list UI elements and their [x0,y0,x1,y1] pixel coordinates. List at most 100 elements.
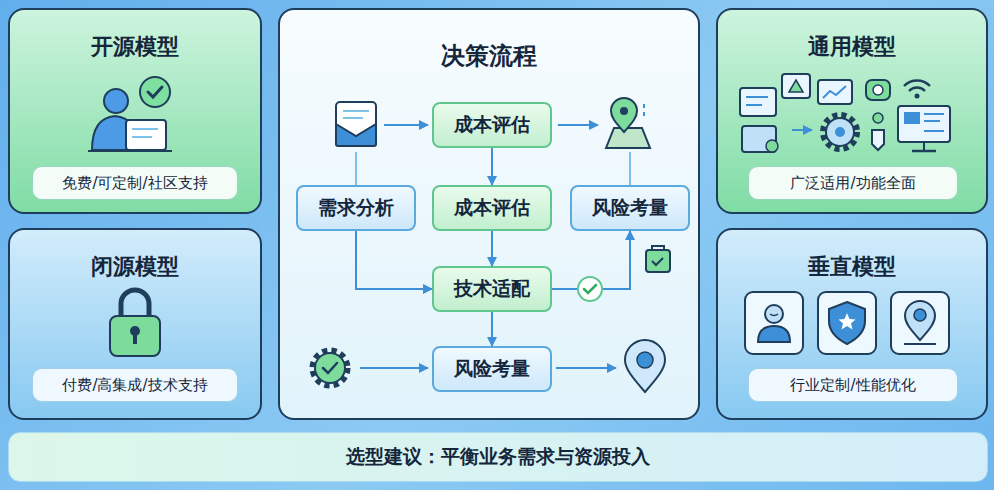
feature-pill: 付费/高集成/技术支持 [32,368,238,402]
lock-icon-part [110,316,160,356]
process-box: 需求分析 [296,185,416,231]
devices-illustration [740,74,950,152]
clipboard-icon-part [646,250,670,272]
leader-line [355,152,357,185]
document-icon-part [343,117,363,119]
lock-icon-part [121,290,149,318]
devices-illustration-part [746,96,768,98]
process-box: 成本评估 [432,185,552,231]
devices-illustration-part [823,86,846,98]
devices-illustration-part [742,126,776,152]
devices-illustration-part [873,113,883,123]
devices-illustration-part [835,127,845,137]
industry-icons-part [745,292,803,354]
document-icon-part [336,102,376,146]
industry-icons-part [758,326,790,342]
node-label: 选型建议：平衡业务需求与资源投入 [346,444,650,470]
flow-connector [491,312,493,346]
gear-icon-part [323,363,337,373]
flow-arrow [360,367,428,369]
devices-illustration-part [789,80,803,92]
model-card: 垂直模型行业定制/性能优化 [716,228,988,420]
node-label: 风险考量 [454,356,530,382]
lock-icon [110,290,160,356]
node-label: 广泛适用/功能全面 [790,174,915,193]
card-title: 闭源模型 [10,252,260,282]
industry-icons-part [818,292,876,354]
document-icon-part [336,124,376,146]
industry-icons-part [839,313,856,330]
leader-line [629,152,631,185]
process-box: 风险考量 [570,185,690,231]
person-check-icon-part [88,150,172,152]
flow-connector [491,231,493,266]
check-mark-part [584,285,596,293]
node-label: 付费/高集成/技术支持 [62,376,207,395]
check-mark [578,277,602,301]
industry-icons-part [765,305,783,323]
card-title: 垂直模型 [718,252,986,282]
industry-icons-part [891,292,949,354]
industry-icons [745,292,949,354]
location-pin-icon [625,340,665,392]
devices-illustration-part [746,104,762,106]
model-card: 闭源模型付费/高集成/技术支持 [8,228,262,420]
industry-icons-part [905,301,935,340]
devices-illustration-part [909,88,925,91]
node-label: 成本评估 [454,195,530,221]
gear-icon-part [315,353,345,383]
feature-pill: 广泛适用/功能全面 [748,166,958,200]
document-icon-part [343,110,369,112]
industry-icons-part [770,314,778,316]
devices-illustration-part [898,106,950,142]
devices-illustration-part [782,74,810,98]
devices-illustration-part [873,85,883,95]
location-pin-icon-part [625,340,665,392]
devices-illustration-part [915,94,920,99]
person-check-icon-part [148,87,162,97]
person-check-icon-part [126,120,166,150]
document-icon [336,102,376,146]
gear-icon-part [313,351,347,385]
card-title: 决策流程 [280,40,698,72]
flow-arrow [556,367,616,369]
devices-illustration-part [924,113,944,115]
devices-illustration-part [766,140,778,152]
devices-illustration-part [912,150,936,153]
map-pin-icon-part [620,107,628,115]
lock-icon-part [130,326,140,336]
node-label: 成本评估 [454,112,530,138]
person-check-icon-part [140,77,170,107]
feature-pill: 免费/可定制/社区支持 [32,166,238,200]
devices-illustration-part [924,130,944,132]
devices-illustration-part [740,88,776,116]
clipboard-icon-part [652,258,663,265]
clipboard-icon-part [652,246,664,250]
devices-illustration-part [866,80,890,100]
devices-illustration-part [923,142,925,150]
card-title: 开源模型 [10,32,260,62]
node-label: 风险考量 [592,195,668,221]
industry-icons-part [914,309,926,321]
map-pin-icon-part [611,98,637,132]
location-pin-icon-part [637,352,653,368]
devices-illustration-part [823,115,857,149]
card-title: 通用模型 [718,32,986,62]
process-box: 技术适配 [432,266,552,312]
map-pin-icon-part [606,128,650,148]
recommendation-band: 选型建议：平衡业务需求与资源投入 [8,432,988,482]
map-pin-icon-part [643,104,645,108]
flow-connector [491,148,493,185]
devices-illustration-part [818,80,852,104]
flow-connector [552,231,630,289]
flow-arrow [558,124,598,126]
clipboard-icon [646,246,670,272]
model-card: 通用模型广泛适用/功能全面 [716,8,988,214]
industry-icons-part [829,302,865,344]
devices-illustration-part [792,129,812,131]
person-check-icon-part [104,89,128,113]
node-label: 技术适配 [454,276,530,302]
flow-connector [356,231,432,289]
